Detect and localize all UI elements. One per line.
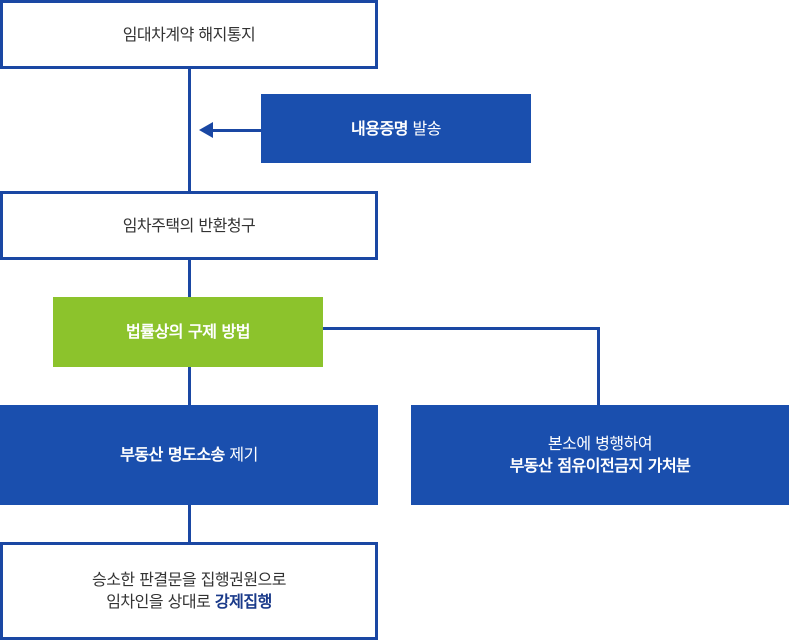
node-label-line2-bold: 강제집행 <box>214 592 272 611</box>
node-label: 법률상의 구제 방법 <box>126 322 250 341</box>
node-label: 내용증명 발송 <box>351 118 441 140</box>
node-compulsory-execution: 승소한 판결문을 집행권원으로 임차인을 상대로 강제집행 <box>0 542 378 640</box>
node-lease-termination-notice: 임대차계약 해지통지 <box>0 0 378 69</box>
connector-remedy-to-lawsuit <box>188 366 191 406</box>
node-label: 임차주택의 반환청구 <box>122 215 256 235</box>
node-label-line1: 본소에 병행하여 <box>547 434 653 453</box>
connector-remedy-horizontal <box>322 327 600 330</box>
node-label-line2-plain: 임차인을 상대로 <box>106 592 215 611</box>
node-eviction-lawsuit: 부동산 명도소송 제기 <box>0 405 378 505</box>
node-certified-mail: 내용증명 발송 <box>261 94 531 163</box>
arrow-head-left-icon <box>199 122 213 138</box>
node-legal-remedy: 법률상의 구제 방법 <box>53 297 323 367</box>
connector-remedy-to-injunction <box>597 327 600 406</box>
node-label-line1: 승소한 판결문을 집행권원으로 <box>91 570 287 589</box>
connector-certified-arrow <box>212 129 262 132</box>
node-label: 부동산 명도소송 제기 <box>120 444 258 466</box>
node-label-bold: 부동산 명도소송 <box>120 445 225 464</box>
node-label-line2: 임차인을 상대로 강제집행 <box>106 591 272 613</box>
node-return-claim: 임차주택의 반환청구 <box>0 191 378 260</box>
node-label-rest: 제기 <box>224 445 258 464</box>
node-label-bold: 내용증명 <box>351 118 408 138</box>
connector-return-to-remedy <box>188 258 191 298</box>
node-label-line2: 부동산 점유이전금지 가처분 <box>509 456 691 475</box>
node-label-rest: 발송 <box>407 118 442 138</box>
connector-notice-to-return <box>188 68 191 192</box>
connector-lawsuit-to-enforcement <box>188 504 191 544</box>
node-label: 임대차계약 해지통지 <box>122 24 256 44</box>
node-injunction: 본소에 병행하여 부동산 점유이전금지 가처분 <box>411 405 789 505</box>
